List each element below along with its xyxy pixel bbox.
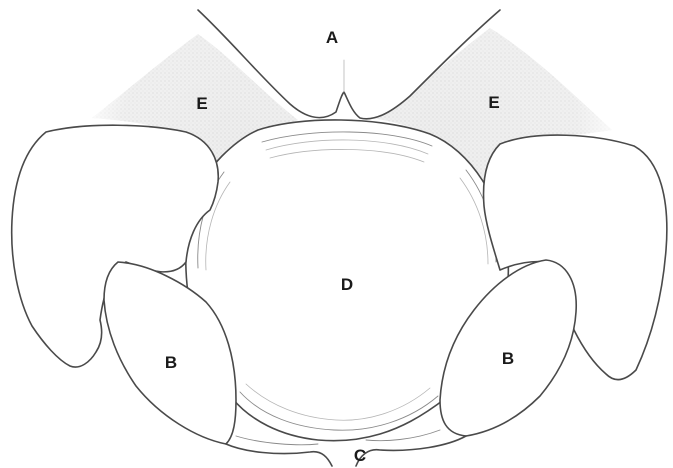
label-b-left: B bbox=[165, 353, 177, 372]
label-d: D bbox=[341, 275, 353, 294]
label-e-right: E bbox=[488, 93, 499, 112]
label-c: C bbox=[354, 446, 366, 465]
label-b-right: B bbox=[502, 349, 514, 368]
label-a: A bbox=[326, 28, 338, 47]
label-e-left: E bbox=[196, 94, 207, 113]
